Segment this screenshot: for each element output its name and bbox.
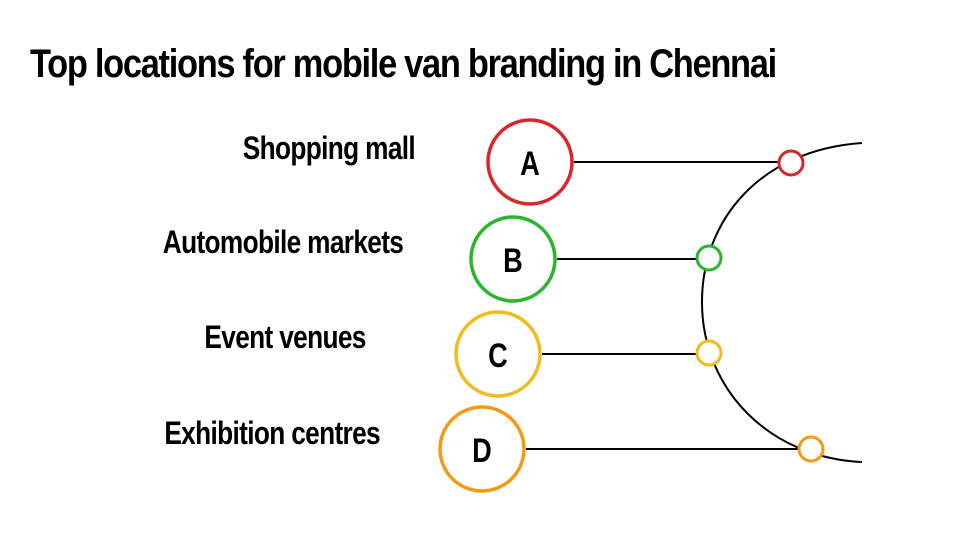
arc-dot-b — [695, 244, 723, 272]
label-shopping-mall: Shopping mall — [242, 130, 416, 166]
label-automobile-markets: Automobile markets — [162, 224, 404, 260]
node-letter-d: D — [472, 431, 492, 470]
label-event-venues: Event venues — [204, 319, 367, 355]
arc-dot-a — [777, 149, 805, 177]
node-circle-a — [486, 118, 574, 206]
connector-arc — [700, 142, 863, 463]
node-letter-a: A — [520, 144, 540, 183]
arc-dot-c — [695, 339, 723, 367]
diagram-title: Top locations for mobile van branding in… — [30, 42, 777, 86]
node-letter-b: B — [503, 241, 523, 280]
node-circle-d — [438, 405, 526, 493]
node-circle-c — [454, 310, 542, 398]
node-letter-c: C — [488, 336, 508, 375]
label-exhibition-centres: Exhibition centres — [164, 415, 380, 451]
node-circle-b — [469, 215, 557, 303]
arc-dot-d — [797, 435, 825, 463]
